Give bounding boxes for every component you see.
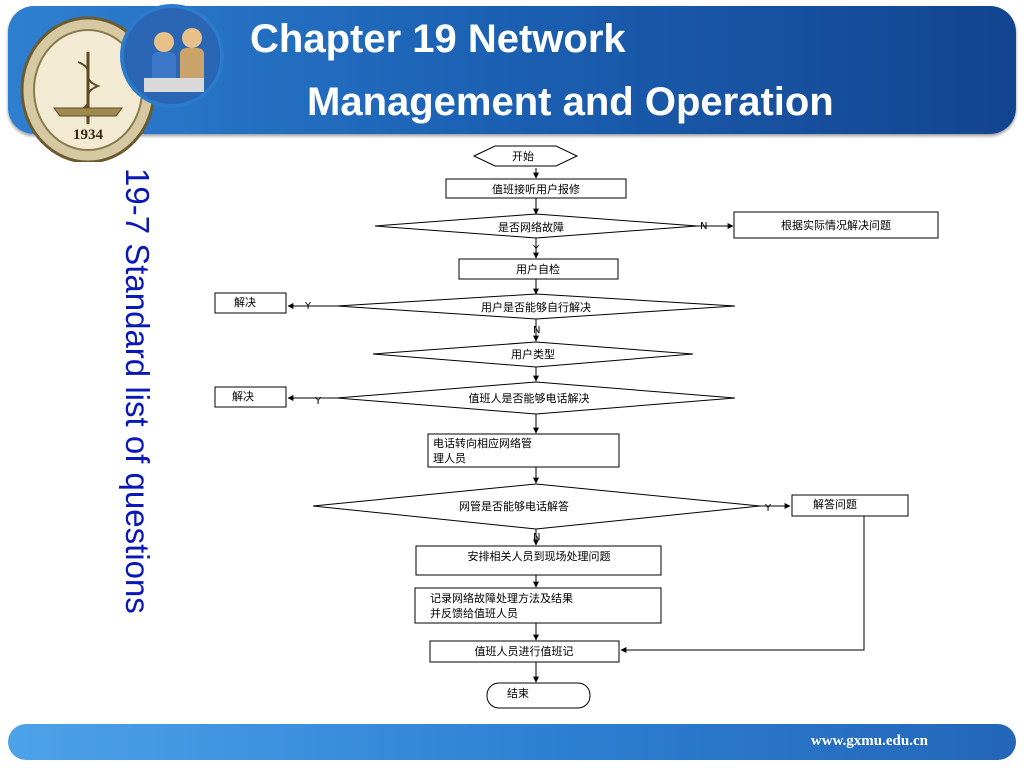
duty-phone-solve-label: 值班人是否能够电话解决 xyxy=(469,391,590,405)
user-self-check-box xyxy=(458,258,619,280)
branch-label-n: N xyxy=(533,532,540,543)
user-can-solve-label: 用户是否能够自行解决 xyxy=(481,300,591,314)
duty-log-box xyxy=(429,640,620,663)
solved-box-1 xyxy=(214,292,287,314)
transfer-admin-box xyxy=(427,433,620,468)
user-self-check-label: 用户自检 xyxy=(516,262,560,276)
branch-label-y: Y xyxy=(314,396,322,407)
people-photo xyxy=(120,4,224,108)
solved-label-2: 解决 xyxy=(232,389,254,403)
branch-label-y: Y xyxy=(764,503,772,514)
branch-label-y: Y xyxy=(532,244,540,255)
solved-label-1: 解决 xyxy=(234,295,256,309)
user-can-solve-decision xyxy=(336,293,736,320)
transfer-admin-label-2: 理人员 xyxy=(433,452,466,465)
arrange-onsite-box xyxy=(415,545,662,576)
is-network-fault-decision xyxy=(374,213,698,239)
user-type-label: 用户类型 xyxy=(511,347,555,361)
record-feedback-box xyxy=(414,587,662,624)
solved-box-2 xyxy=(214,386,287,408)
arrange-onsite-label: 安排相关人员到现场处理问题 xyxy=(468,549,611,563)
footer-url[interactable]: www.gxmu.edu.cn xyxy=(810,733,928,749)
admin-phone-answer-decision xyxy=(312,483,761,530)
transfer-admin-label-1: 电话转向相应网络管 xyxy=(433,436,532,450)
solve-by-situation-label: 根据实际情况解决问题 xyxy=(781,218,891,232)
title-line-2: Management and Operation xyxy=(307,80,834,124)
solve-by-situation-box xyxy=(733,211,939,239)
end-label: 结束 xyxy=(507,687,529,700)
connector xyxy=(620,516,865,653)
branch-label-y: Y xyxy=(304,301,312,312)
end-node xyxy=(486,682,591,709)
footer-bar: www.gxmu.edu.cn xyxy=(8,724,1016,760)
admin-phone-answer-label: 网管是否能够电话解答 xyxy=(459,499,569,513)
branch-label-n: N xyxy=(533,325,540,336)
is-network-fault-label: 是否网络故障 xyxy=(498,220,564,234)
duty-phone-solve-decision xyxy=(336,381,736,415)
receive-report-label: 值班接听用户报修 xyxy=(492,182,580,196)
answer-question-box xyxy=(791,494,909,517)
title-line-1: Chapter 19 Network xyxy=(250,17,626,61)
record-feedback-label-1: 记录网络故障处理方法及结果 xyxy=(430,591,573,605)
record-feedback-label-2: 并反馈给值班人员 xyxy=(430,606,518,620)
logo-year: 1934 xyxy=(73,127,104,143)
start-node xyxy=(472,145,579,167)
answer-question-label: 解答问题 xyxy=(813,497,857,511)
start-label: 开始 xyxy=(512,149,534,163)
receive-report-box xyxy=(445,178,627,199)
flowchart: 开始 值班接听用户报修 是否网络故障 根据实际情况解决问题 用户自检 用户是否能… xyxy=(214,145,939,709)
duty-log-label: 值班人员进行值班记 xyxy=(475,645,574,658)
user-type-decision xyxy=(372,341,694,368)
branch-label-n: N xyxy=(700,221,707,232)
